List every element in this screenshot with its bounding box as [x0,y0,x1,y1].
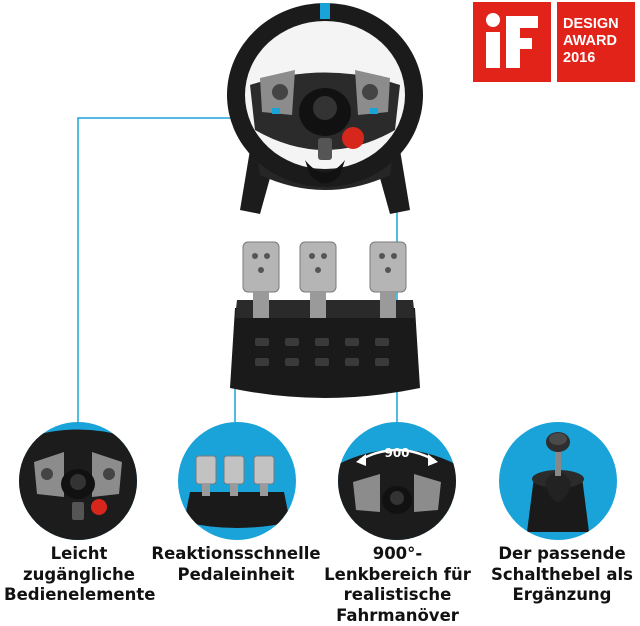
pedal-unit-image [230,241,420,398]
if-design-award-badge: DESIGN AWARD 2016 [473,2,635,82]
rotation-badge: 900 [384,446,410,460]
award-line-2: AWARD [563,33,617,49]
if-logo [473,2,551,82]
feature-circle-controls [19,422,137,540]
caption-900-degree: 900°- Lenkbereich für realistische Fahrm… [324,544,471,625]
caption-shifter: Der passende Schalthebel als Ergänzung [490,544,634,604]
feature-circle-900-degree: 900 [338,422,456,540]
award-line-3: 2016 [563,50,596,66]
caption-controls: Leicht zugängliche Bedienelemente [4,544,156,604]
award-text: DESIGN AWARD 2016 [557,2,635,82]
feature-circle-pedals [178,422,296,540]
award-line-1: DESIGN [563,16,619,32]
caption-pedals: Reaktionsschnelle Pedaleinheit [151,544,321,584]
feature-circle-shifter [499,422,617,540]
steering-wheel-image [227,3,423,214]
